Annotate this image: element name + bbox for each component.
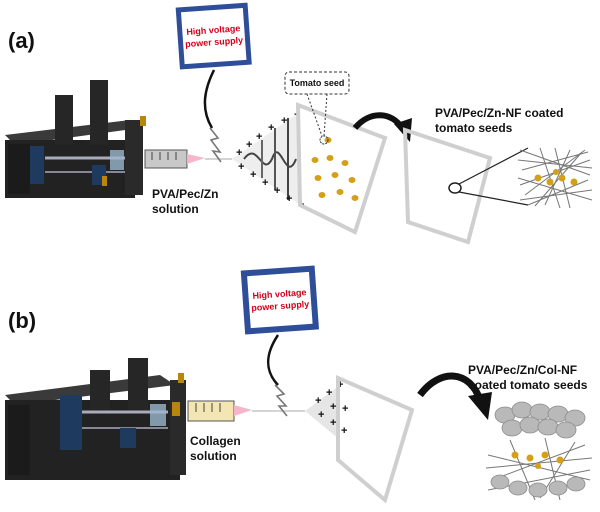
- svg-text:+: +: [326, 387, 332, 399]
- power-supply-a-line2: power supply: [185, 35, 244, 49]
- product-label-b-line2: coated tomato seeds: [468, 378, 588, 392]
- panel-a: (a) PVA/Pec/Zn solu: [5, 2, 593, 245]
- power-supply-b-line2: power supply: [251, 299, 310, 313]
- lightning-icon-a: [209, 127, 222, 163]
- syringe-a: [144, 149, 232, 169]
- coated-seeds-b: [485, 401, 593, 501]
- solution-label-b-line2: solution: [190, 449, 237, 463]
- curved-arrow-b: [417, 372, 492, 420]
- panel-b: (b) Collagen soluti: [5, 265, 593, 504]
- spinning-jet-b: ++ ++ ++ ++: [305, 379, 348, 440]
- svg-text:+: +: [238, 161, 244, 173]
- coated-collector-a: [402, 127, 493, 245]
- lightning-icon-b: [274, 384, 288, 417]
- power-supply-b-line1: High voltage: [252, 287, 307, 301]
- svg-text:+: +: [262, 177, 268, 189]
- svg-text:+: +: [268, 122, 274, 134]
- svg-text:+: +: [330, 401, 336, 413]
- svg-text:+: +: [250, 169, 256, 181]
- product-label-a-line2: tomato seeds: [435, 121, 513, 135]
- syringe-pump-a: [5, 80, 146, 198]
- svg-text:+: +: [342, 403, 348, 415]
- seeds-a: [311, 137, 359, 201]
- spinning-jet-a: ++ ++ ++ ++ ++ ++: [232, 109, 304, 211]
- svg-text:+: +: [246, 139, 252, 151]
- panel-b-label: (b): [8, 308, 36, 333]
- cable-a: [203, 69, 216, 129]
- syringe-b: [187, 400, 305, 422]
- svg-text:+: +: [256, 131, 262, 143]
- svg-text:+: +: [337, 379, 343, 391]
- collector-b: [336, 374, 415, 504]
- svg-text:+: +: [341, 425, 347, 437]
- solution-label-b-line1: Collagen: [190, 434, 241, 448]
- svg-text:+: +: [274, 185, 280, 197]
- svg-text:+: +: [286, 193, 292, 205]
- svg-text:+: +: [330, 417, 336, 429]
- svg-text:+: +: [318, 409, 324, 421]
- tomato-seed-callout: Tomato seed: [284, 71, 350, 145]
- product-label-b-line1: PVA/Pec/Zn/Col-NF: [468, 363, 577, 377]
- solution-label-a-line1: PVA/Pec/Zn: [152, 187, 218, 201]
- nanofiber-mesh-a: [517, 147, 593, 209]
- power-supply-a: High voltage power supply: [175, 2, 252, 70]
- solution-label-a-line2: solution: [152, 202, 199, 216]
- zoom-lines-a: [448, 147, 529, 206]
- cable-b: [267, 334, 280, 386]
- svg-text:+: +: [281, 115, 287, 127]
- power-supply-b: High voltage power supply: [240, 265, 320, 335]
- svg-text:+: +: [315, 395, 321, 407]
- syringe-pump-b: [5, 358, 186, 480]
- panel-a-label: (a): [8, 28, 35, 53]
- power-supply-a-line1: High voltage: [186, 23, 241, 37]
- collector-a: [295, 102, 388, 235]
- svg-text:+: +: [236, 147, 242, 159]
- product-label-a-line1: PVA/Pec/Zn-NF coated: [435, 106, 563, 120]
- tomato-seed-label: Tomato seed: [290, 78, 345, 88]
